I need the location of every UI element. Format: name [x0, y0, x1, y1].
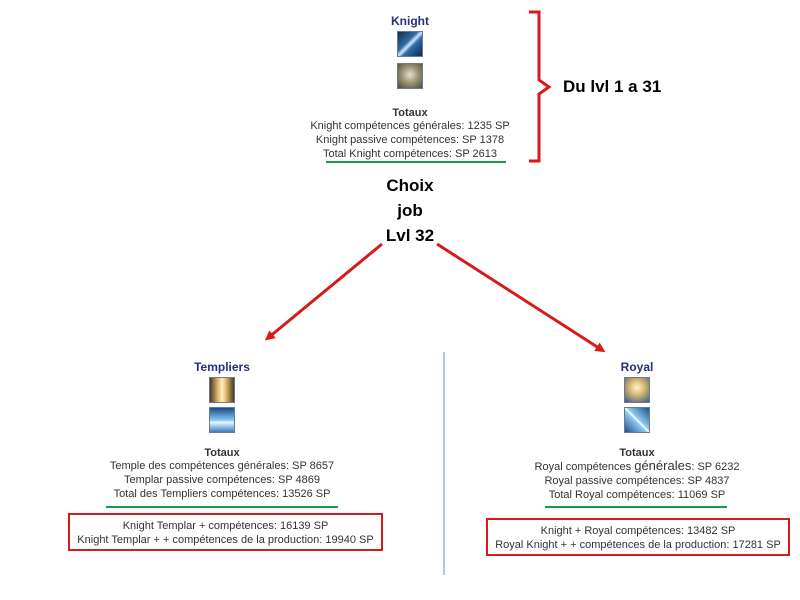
royal-passive-line: Royal passive compétences: SP 4837	[544, 475, 730, 487]
templiers-production-line: Knight Templar + + compétences de la pro…	[77, 534, 374, 546]
royal-general-emph: générales	[634, 458, 692, 473]
royal-general-suffix: : SP 6232	[691, 461, 740, 473]
armor-skill-icon	[397, 63, 423, 89]
templiers-passive-line: Templar passive compétences: SP 4869	[123, 474, 321, 486]
royal-total-underline	[545, 506, 727, 508]
sword-skill-icon	[397, 31, 423, 57]
choice-line-2: job	[397, 201, 423, 220]
royal-production-line: Royal Knight + + compétences de la produ…	[495, 539, 781, 551]
templiers-total-underline	[106, 506, 338, 508]
templiers-title: Templiers	[194, 360, 250, 374]
arrow-to-royal	[436, 242, 606, 353]
templiers-total-line: Total des Templiers compétences: 13526 S…	[113, 488, 331, 500]
knight-passive-line: Knight passive compétences: SP 1378	[315, 134, 505, 146]
royal-totaux: Totaux	[619, 447, 655, 459]
shield-skill-icon	[209, 377, 235, 403]
light-skill-icon	[209, 407, 235, 433]
crest-skill-icon	[624, 377, 650, 403]
royal-title: Royal	[620, 360, 654, 374]
knight-general-line: Knight compétences générales: 1235 SP	[310, 120, 510, 132]
arrow-to-templiers	[264, 242, 383, 341]
knight-block: Knight Totaux Knight compétences général…	[300, 14, 520, 161]
templiers-general-line: Temple des compétences générales: SP 865…	[109, 460, 335, 472]
royal-block: Royal Totaux Royal compétences générales…	[507, 360, 767, 502]
knight-total-underline	[326, 161, 506, 163]
royal-total-line: Total Royal compétences: 11069 SP	[548, 489, 726, 501]
royal-combined-line: Knight + Royal compétences: 13482 SP	[540, 525, 736, 537]
knight-title: Knight	[391, 14, 429, 28]
choice-label: Choix job Lvl 32	[360, 173, 460, 248]
knight-total-line: Total Knight compétences: SP 2613	[322, 148, 498, 160]
slash-skill-icon	[624, 407, 650, 433]
royal-general-line: Royal compétences générales: SP 6232	[507, 459, 767, 474]
level-range-annotation: Du lvl 1 a 31	[563, 77, 662, 96]
templiers-block: Templiers Totaux Temple des compétences …	[92, 360, 352, 501]
bracket	[529, 10, 552, 163]
choice-line-3: Lvl 32	[385, 226, 435, 245]
templiers-combined-box: Knight Templar + compétences: 16139 SP K…	[68, 513, 383, 551]
templiers-totaux: Totaux	[204, 447, 240, 459]
royal-combined-box: Knight + Royal compétences: 13482 SP Roy…	[486, 518, 790, 556]
knight-totaux: Totaux	[392, 107, 428, 119]
royal-general-prefix: Royal compétences	[534, 461, 635, 473]
templiers-combined-line: Knight Templar + compétences: 16139 SP	[122, 520, 329, 532]
choice-line-1: Choix	[386, 176, 434, 195]
